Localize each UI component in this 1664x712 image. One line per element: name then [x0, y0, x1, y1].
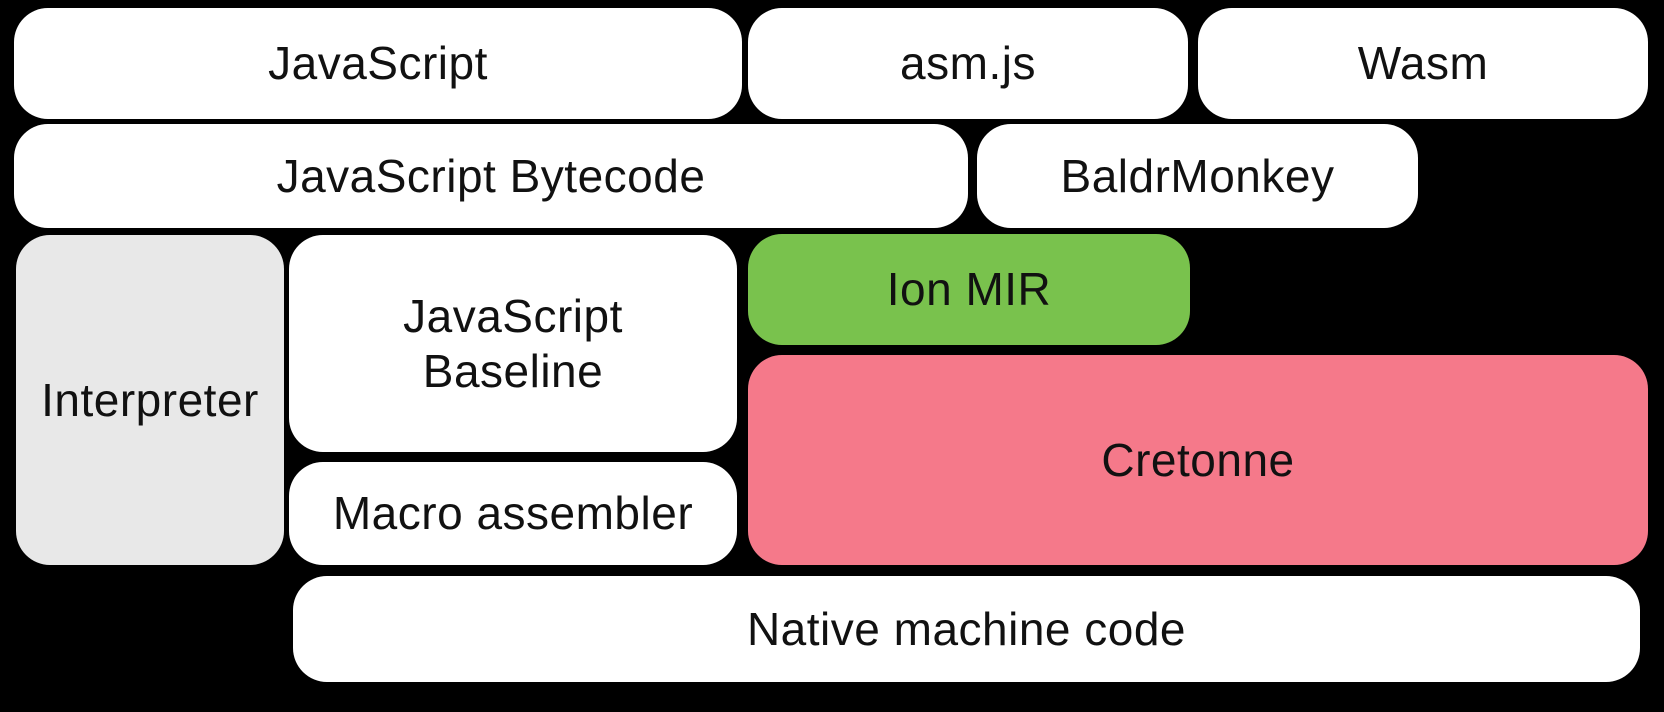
box-baldrmonkey: BaldrMonkey	[977, 124, 1418, 228]
box-cretonne-label: Cretonne	[1101, 433, 1295, 486]
box-interpreter-label: Interpreter	[41, 373, 259, 426]
box-asmjs: asm.js	[748, 8, 1188, 119]
box-javascript-bytecode-label: JavaScript Bytecode	[276, 149, 706, 202]
box-javascript-baseline: JavaScript Baseline	[289, 235, 737, 452]
box-javascript: JavaScript	[14, 8, 742, 119]
box-wasm: Wasm	[1198, 8, 1648, 119]
box-javascript-label: JavaScript	[268, 37, 488, 90]
box-cretonne: Cretonne	[748, 355, 1648, 565]
box-macro-assembler: Macro assembler	[289, 462, 737, 565]
box-ion-mir-label: Ion MIR	[886, 263, 1052, 316]
box-macro-assembler-label: Macro assembler	[332, 487, 694, 540]
box-asmjs-label: asm.js	[900, 37, 1036, 90]
box-native-machine-code-label: Native machine code	[746, 602, 1187, 655]
box-javascript-baseline-label: JavaScript Baseline	[403, 290, 623, 397]
box-ion-mir: Ion MIR	[748, 234, 1190, 345]
box-javascript-bytecode: JavaScript Bytecode	[14, 124, 968, 228]
box-native-machine-code: Native machine code	[293, 576, 1640, 682]
box-wasm-label: Wasm	[1357, 37, 1489, 90]
box-interpreter: Interpreter	[16, 235, 284, 565]
box-baldrmonkey-label: BaldrMonkey	[1060, 149, 1335, 202]
